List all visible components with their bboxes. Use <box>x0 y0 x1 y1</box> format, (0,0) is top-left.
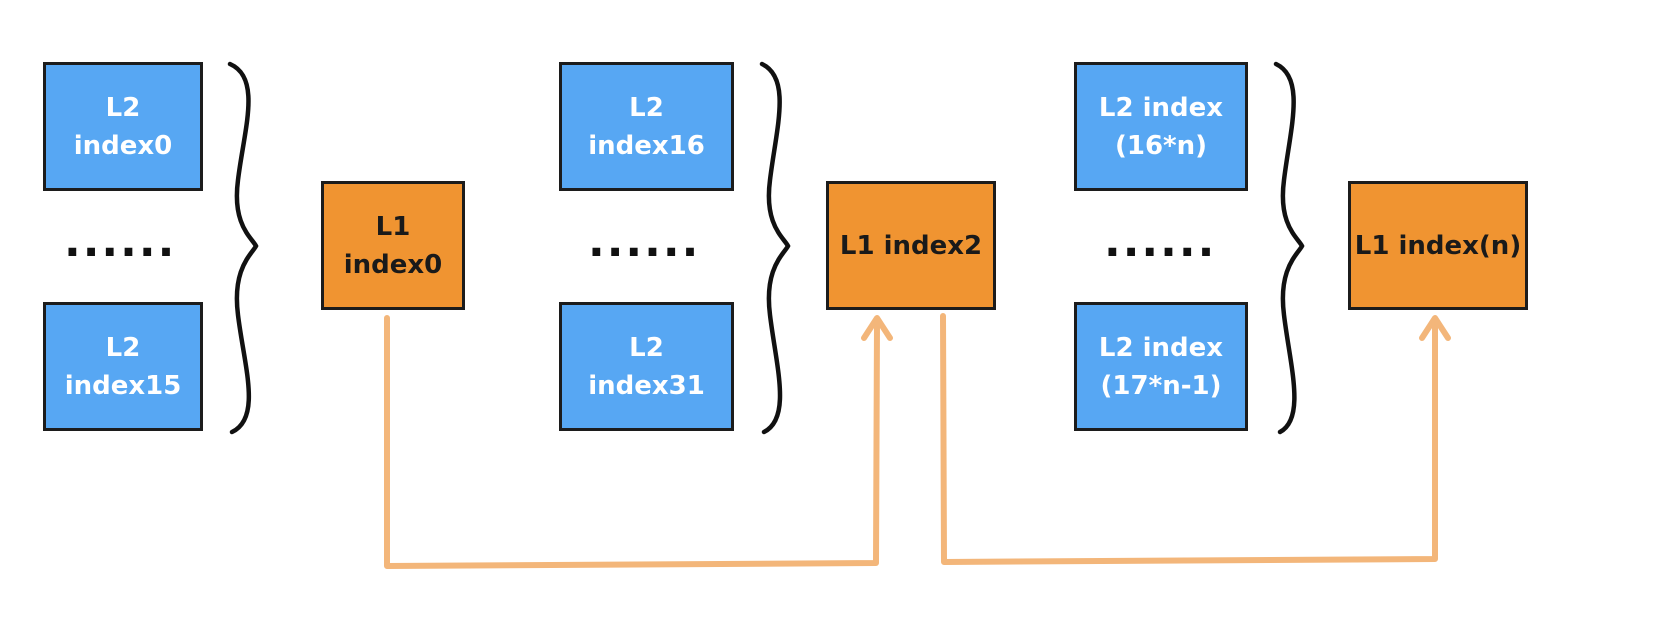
l1-box-group1: L1 index0 <box>321 181 465 310</box>
l2-box-group1-bottom: L2 index15 <box>43 302 203 431</box>
ellipsis-group2: ...... <box>588 216 701 267</box>
curly-brace-group3 <box>1273 61 1305 435</box>
l2-box-group1-top: L2 index0 <box>43 62 203 191</box>
ellipsis-group3: ...... <box>1104 216 1217 267</box>
l2-box-group2-bottom-label: L2 index31 <box>588 332 705 401</box>
l1-box-group3: L1 index(n) <box>1348 181 1528 310</box>
arrowhead-2-icon <box>1419 315 1451 341</box>
l2-box-group3-bottom-label: L2 index (17*n-1) <box>1098 332 1224 401</box>
l2-box-group1-bottom-label: L2 index15 <box>64 332 182 401</box>
l1-box-group2: L1 index2 <box>826 181 996 310</box>
curly-brace-group2 <box>759 61 791 435</box>
l1-box-group2-label: L1 index2 <box>839 230 983 261</box>
l1-box-group1-label: L1 index0 <box>343 211 443 280</box>
l2-box-group2-bottom: L2 index31 <box>559 302 734 431</box>
arrowhead-1-icon <box>861 315 893 341</box>
curly-brace-group1 <box>227 61 259 435</box>
l2-box-group3-top-label: L2 index (16*n) <box>1098 92 1224 161</box>
l2-box-group3-top: L2 index (16*n) <box>1074 62 1248 191</box>
l1-box-group3-label: L1 index(n) <box>1354 230 1522 261</box>
l2-box-group3-bottom: L2 index (17*n-1) <box>1074 302 1248 431</box>
ellipsis-group1: ...... <box>64 216 177 267</box>
l2-box-group2-top-label: L2 index16 <box>588 92 705 161</box>
l2-box-group1-top-label: L2 index0 <box>73 92 173 161</box>
l2-box-group2-top: L2 index16 <box>559 62 734 191</box>
